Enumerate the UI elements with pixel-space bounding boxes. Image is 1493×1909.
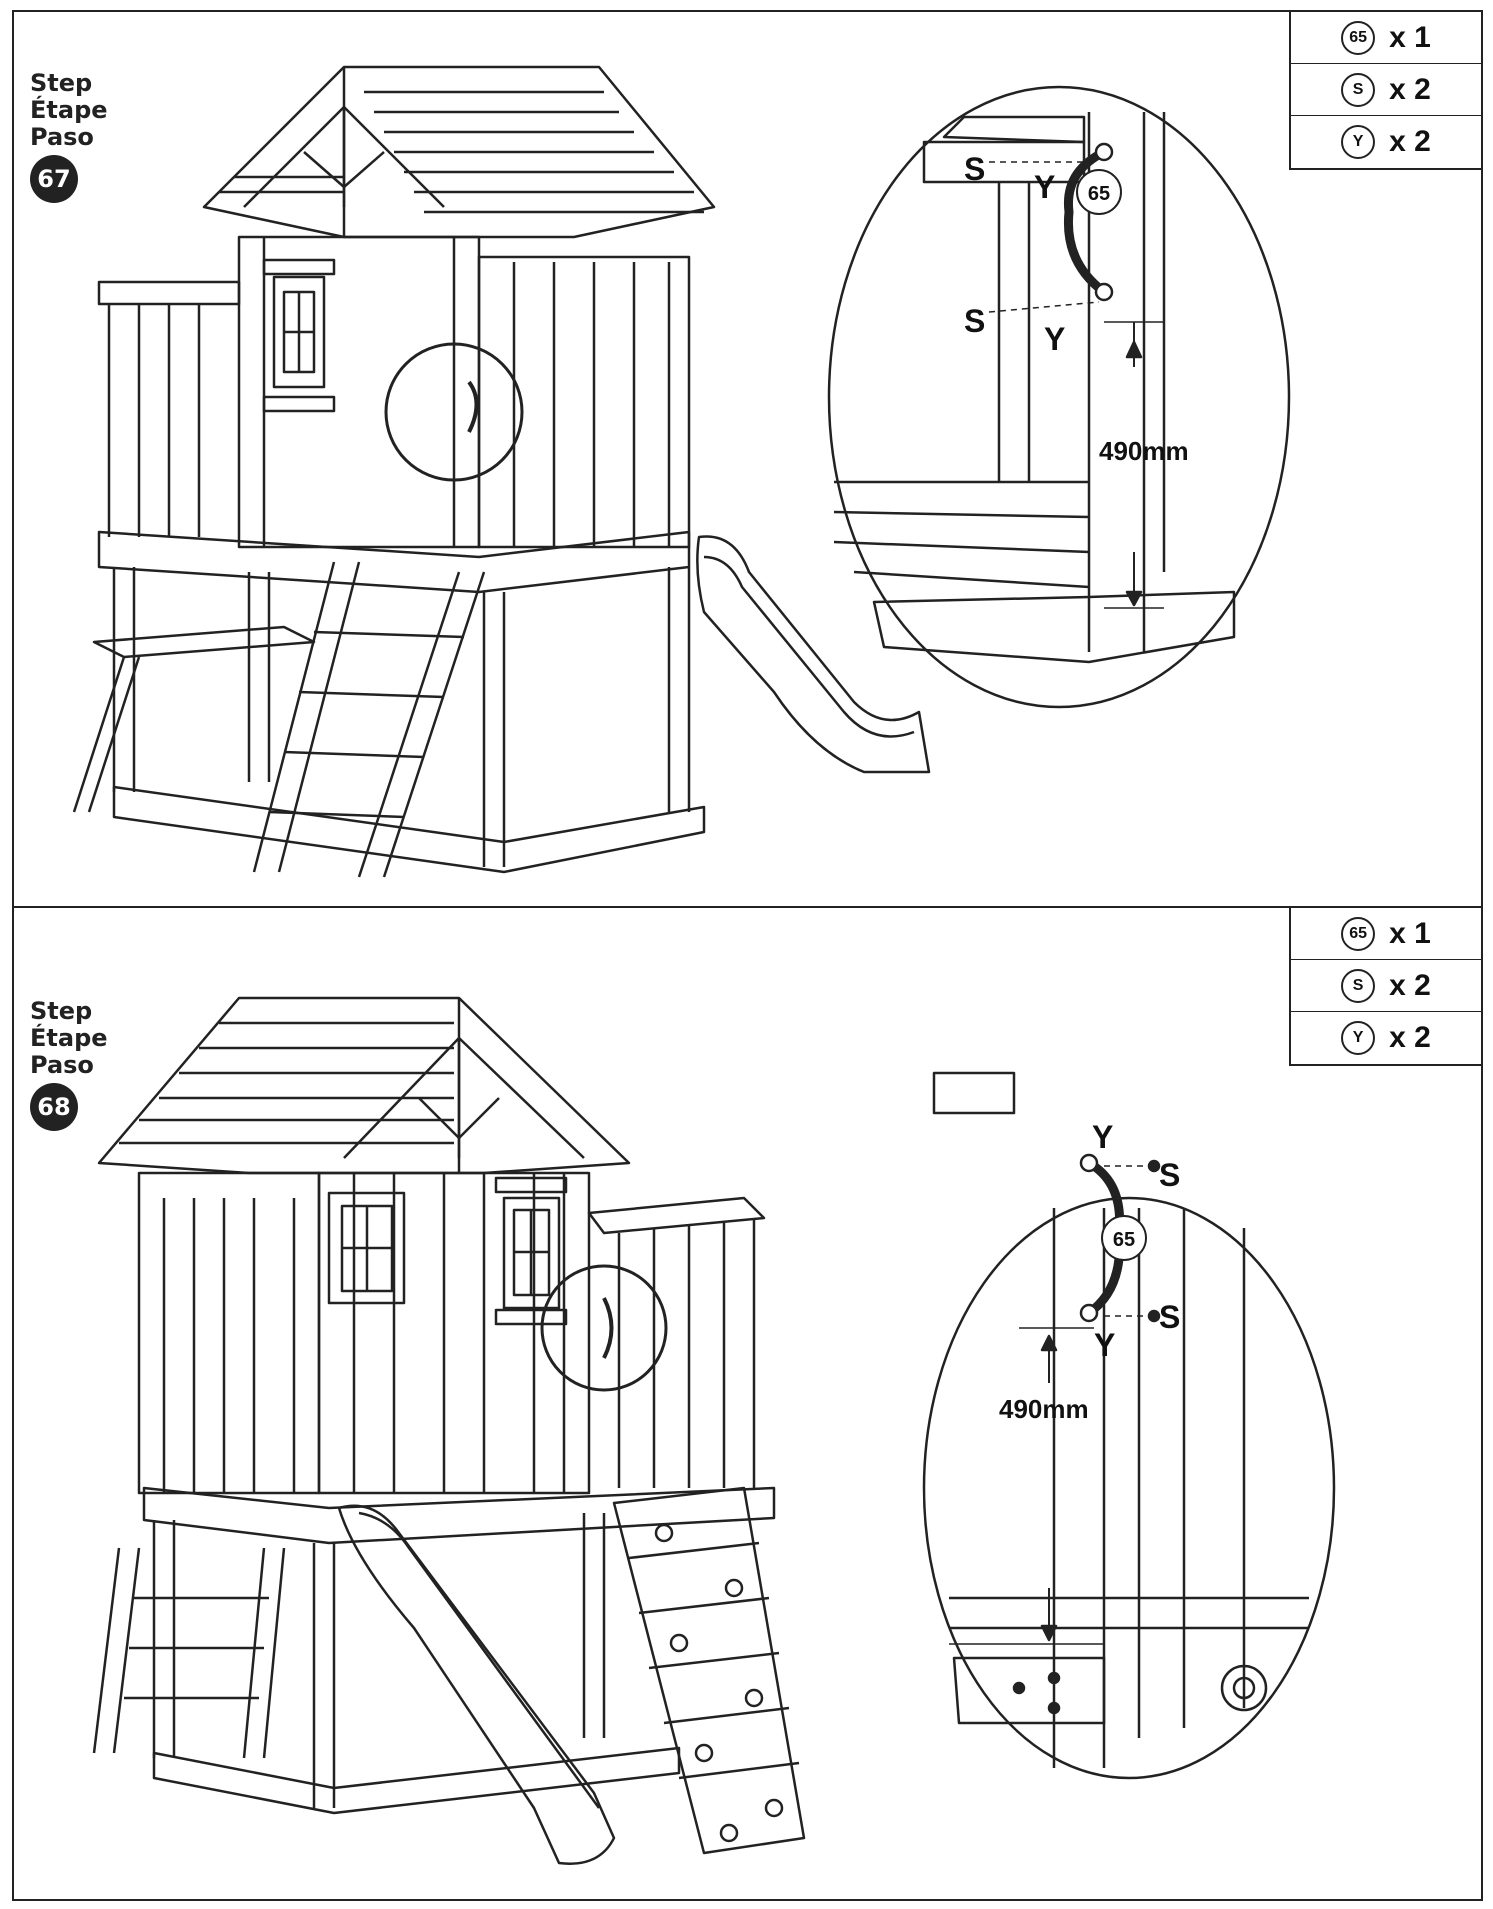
window-left [327, 1191, 406, 1305]
step-68-illustration: 65 Y S S Y 490mm [92, 996, 1336, 1865]
parts-list-68: 65 x 1 S x 2 Y x 2 [1289, 908, 1481, 1066]
ladder [92, 1547, 121, 1754]
part-qty: x 1 [1389, 20, 1431, 54]
front-wall [317, 1171, 591, 1495]
handle-65 [1063, 147, 1109, 297]
part-65-label: 65 [1088, 183, 1110, 205]
part-65-label: 65 [1113, 1229, 1135, 1251]
screw-label-bottom: S [964, 303, 985, 339]
screw-label-bottom: S [1159, 1299, 1180, 1335]
washer-label-top: Y [1034, 169, 1055, 205]
ladder [252, 561, 336, 873]
step-67-label: Step Étape Paso 67 [30, 70, 108, 203]
screw-label-top: S [964, 151, 985, 187]
step-number-badge: 67 [30, 155, 78, 203]
window-right [502, 1196, 561, 1310]
washer-label-bottom: Y [1094, 1327, 1115, 1363]
part-code: 65 [1341, 20, 1376, 55]
step-word-es: Paso [30, 1051, 94, 1079]
side-wall [477, 255, 691, 549]
slide [696, 535, 931, 774]
step-68-label-main: Step Étape Paso 68 [30, 908, 108, 1131]
part-65-callout [1076, 169, 1122, 215]
part-qty: x 2 [1389, 125, 1431, 158]
washer-label-top: Y [1092, 1119, 1113, 1155]
parts-row: S x 2 [1291, 64, 1481, 116]
step-word-es: Paso [30, 123, 94, 151]
parts-row: 65 x 1 [1291, 12, 1481, 64]
side-wall [137, 1171, 321, 1495]
parts-row: S x 2 [1291, 960, 1481, 1012]
part-code: S [1341, 968, 1376, 1003]
measurement-490mm: 490mm [999, 1394, 1089, 1424]
bench [92, 625, 316, 659]
parts-row: Y x 2 [1291, 1012, 1481, 1064]
part-qty: x 1 [1389, 916, 1431, 950]
climbing-wall [612, 1486, 806, 1855]
step-67-illustration: 65 S Y S Y 490mm [72, 65, 1291, 878]
part-code: 65 [1341, 916, 1376, 951]
part-qty: x 2 [1389, 968, 1431, 1002]
step-word-fr: Étape [30, 96, 108, 124]
base-frame [152, 1746, 681, 1815]
part-65-callout [1101, 1215, 1147, 1261]
part-code: Y [1341, 1021, 1376, 1055]
part-qty: x 2 [1389, 72, 1431, 106]
washer-label-bottom: Y [1044, 321, 1065, 357]
parts-list-67: 65 x 1 S x 2 Y x 2 [1289, 12, 1481, 170]
slide [337, 1504, 616, 1865]
step-word-en: Step [30, 997, 93, 1025]
parts-row: Y x 2 [1291, 116, 1481, 168]
detail-callout-circle [540, 1264, 668, 1392]
base-frame [112, 785, 706, 874]
part-qty: x 2 [1389, 1021, 1431, 1054]
window [272, 275, 326, 389]
detail-zoom-ellipse [922, 1196, 1336, 1780]
step-word-en: Step [30, 69, 93, 97]
step-67-panel: 65 S Y S Y 490mm Step Étape Paso 67 65 x… [12, 10, 1483, 908]
step-word-fr: Étape [30, 1024, 108, 1052]
measurement-490mm: 490mm [1099, 436, 1189, 466]
part-code: S [1341, 72, 1376, 107]
detail-zoom-ellipse [827, 85, 1291, 709]
step-68-panel: 65 Y S S Y 490mm Step Étape [12, 906, 1483, 1901]
deck-frame [97, 530, 691, 594]
step-number-badge: 68 [30, 1083, 78, 1131]
part-code: Y [1341, 125, 1376, 159]
detail-callout-circle [384, 342, 524, 482]
screw-label-top: S [1159, 1157, 1180, 1193]
deck-frame [142, 1486, 776, 1545]
parts-row: 65 x 1 [1291, 908, 1481, 960]
